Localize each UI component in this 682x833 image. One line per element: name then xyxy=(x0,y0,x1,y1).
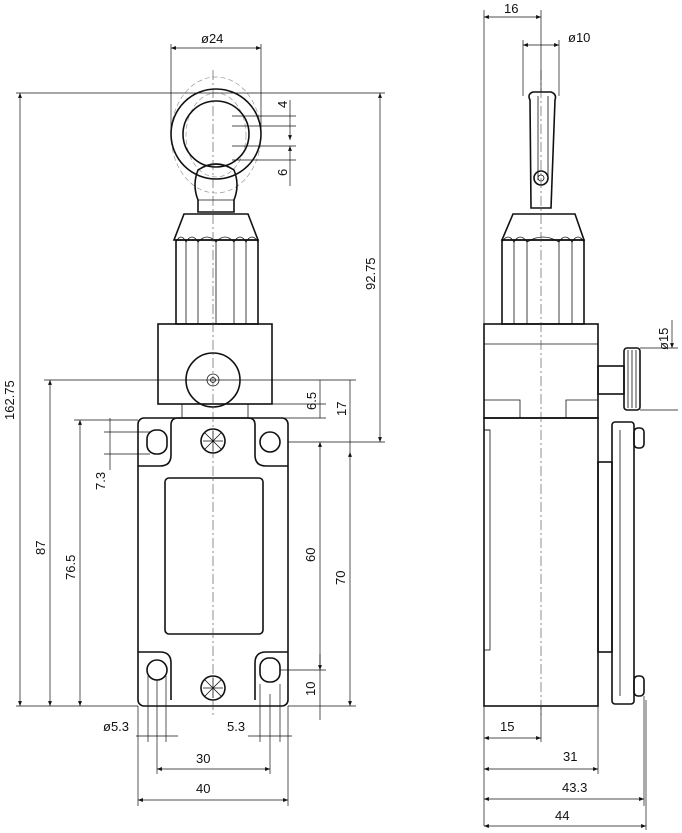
dim-40: 40 xyxy=(196,781,210,796)
upper-housing xyxy=(157,323,273,405)
label-window xyxy=(164,477,264,635)
side-screw-bottom xyxy=(633,675,645,697)
side-gland-threads xyxy=(627,350,637,408)
dim-76: 76.5 xyxy=(63,555,78,580)
dim-87: 87 xyxy=(33,541,48,555)
side-upper-notches xyxy=(484,399,598,418)
side-rib-tops xyxy=(501,236,585,243)
dim-d24: ø24 xyxy=(201,31,223,46)
dim-17: 17 xyxy=(334,402,349,416)
side-actuator-cap xyxy=(500,213,586,241)
side-screw-top xyxy=(633,427,645,449)
mount-hole-top-left xyxy=(146,429,168,455)
side-flange xyxy=(611,421,635,705)
dim-6: 6 xyxy=(275,169,290,176)
front-view xyxy=(137,70,289,718)
side-dimensions: 16 ø10 ø15 15 31 43.3 44 xyxy=(483,1,678,830)
pull-ring-outer xyxy=(170,88,262,180)
side-view xyxy=(483,70,645,718)
dim-43: 43.3 xyxy=(562,780,587,795)
dim-hole-left: ø5.3 xyxy=(103,719,129,734)
dim-hole-right: 5.3 xyxy=(227,719,245,734)
dim-92: 92.75 xyxy=(363,257,378,290)
front-dimensions: ø24 4 6 162.75 92.75 87 76.5 7.3 xyxy=(2,31,385,806)
cover-plate xyxy=(138,417,288,467)
dim-70: 70 xyxy=(333,571,348,585)
cover-plate-bottom xyxy=(138,651,288,700)
mount-hole-bottom-left xyxy=(146,659,168,681)
dim-60: 60 xyxy=(303,548,318,562)
mount-hole-top-right xyxy=(259,431,281,453)
dim-30: 30 xyxy=(196,751,210,766)
dim-65: 6.5 xyxy=(304,392,319,410)
ring-neck xyxy=(194,163,238,213)
dim-4: 4 xyxy=(275,101,290,108)
pull-ring-inner xyxy=(182,100,250,168)
side-cover-plate xyxy=(597,461,613,653)
dim-10: 10 xyxy=(303,682,318,696)
cover-screw-top-slot xyxy=(203,431,223,451)
dim-d15: ø15 xyxy=(656,328,671,350)
dim-15: 15 xyxy=(500,719,514,734)
dim-d10: ø10 xyxy=(568,30,590,45)
dim-16: 16 xyxy=(504,1,518,16)
side-ring-outer xyxy=(528,91,557,209)
dim-162: 162.75 xyxy=(2,380,17,420)
dim-73: 7.3 xyxy=(93,472,108,490)
side-gland-neck xyxy=(597,365,625,395)
side-body-left-strip xyxy=(483,429,491,651)
dim-31: 31 xyxy=(563,749,577,764)
dim-44: 44 xyxy=(555,808,569,823)
rib-tops xyxy=(175,236,259,243)
actuator-cap xyxy=(172,213,260,241)
side-gland xyxy=(623,347,641,411)
mount-hole-bottom-right xyxy=(259,657,281,683)
ring-ghost-outline xyxy=(170,76,262,194)
